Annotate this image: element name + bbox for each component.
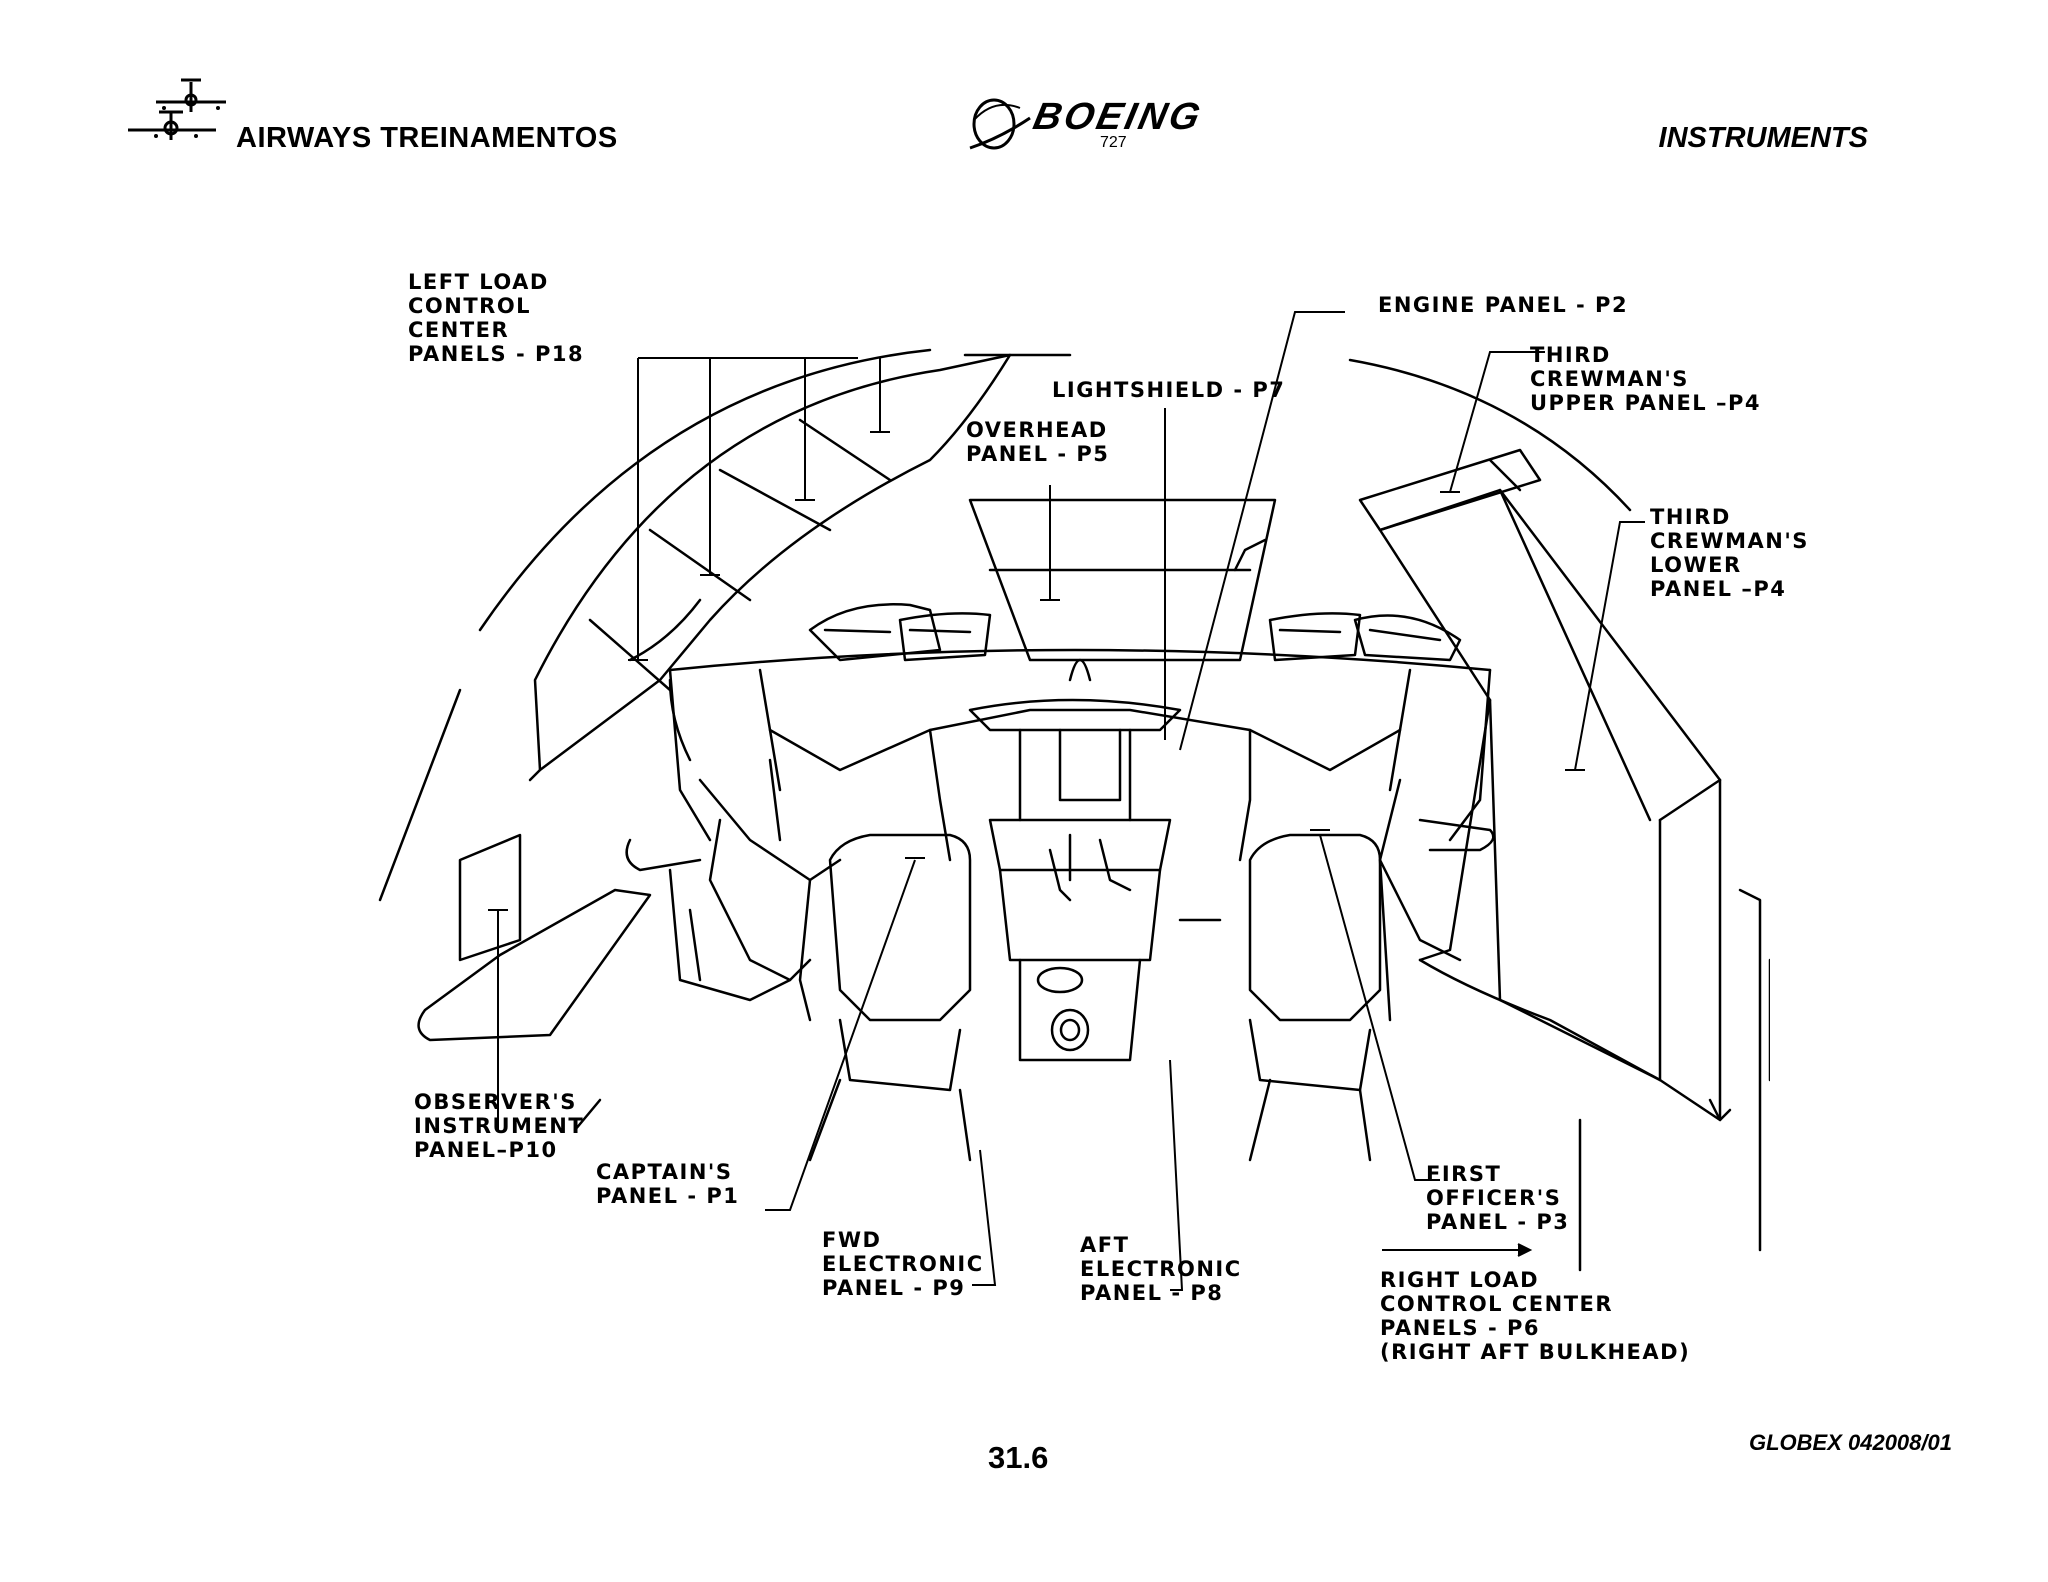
boeing-logo-icon — [969, 98, 1031, 150]
company-name: AIRWAYS TREINAMENTOS — [236, 122, 618, 154]
label-lightshield: LIGHTSHIELD - P7 — [1052, 378, 1286, 402]
label-overhead-panel: OVERHEAD PANEL - P5 — [966, 418, 1110, 466]
flight-deck-diagram — [378, 311, 1770, 1291]
cabin-outer-arc-right — [1348, 358, 1632, 512]
lightshield-outline — [968, 698, 1182, 732]
captain-seat-outline — [828, 833, 972, 1022]
third-lower-panel-outline — [1378, 488, 1722, 1122]
overhead-panel-outline — [968, 498, 1277, 662]
section-title: INSTRUMENTS — [1658, 122, 1868, 154]
label-third-crewman-upper: THIRD CREWMAN'S UPPER PANEL –P4 — [1530, 343, 1761, 415]
label-third-crewman-lower: THIRD CREWMAN'S LOWER PANEL –P4 — [1650, 505, 1809, 601]
label-captain-panel: CAPTAIN'S PANEL - P1 — [596, 1160, 740, 1208]
glareshield-outline — [668, 648, 1492, 672]
left-load-panel-outline — [533, 353, 1012, 772]
label-first-officer-panel: FIRST OFFICER'S PANEL - P3 — [1426, 1162, 1570, 1234]
observer-panel-outline — [458, 833, 522, 962]
page-number: 31.6 — [988, 1440, 1049, 1475]
boeing-wordmark: BOEING — [1029, 96, 1207, 138]
label-engine-panel: ENGINE PANEL - P2 — [1378, 293, 1629, 317]
third-upper-panel-outline — [1358, 448, 1542, 532]
label-fwd-electronic-panel: FWD ELECTRONIC PANEL - P9 — [822, 1228, 984, 1300]
label-aft-electronic-panel: AFT ELECTRONIC PANEL - P8 — [1080, 1233, 1242, 1305]
airplane-logo-icon — [128, 78, 226, 140]
first-officer-seat-outline — [1248, 833, 1382, 1022]
label-right-load-control-center: RIGHT LOAD CONTROL CENTER PANELS - P6 (R… — [1380, 1268, 1691, 1364]
pedestal-outline — [988, 818, 1172, 872]
label-left-load-control-center: LEFT LOAD CONTROL CENTER PANELS - P18 — [408, 270, 585, 366]
cabin-outer-arc-left — [478, 348, 932, 632]
document-id: GLOBEX 042008/01 — [1748, 1430, 1952, 1455]
label-observer-panel: OBSERVER'S INSTRUMENT PANEL–P10 — [414, 1090, 585, 1162]
aircraft-model: 727 — [1100, 134, 1127, 151]
